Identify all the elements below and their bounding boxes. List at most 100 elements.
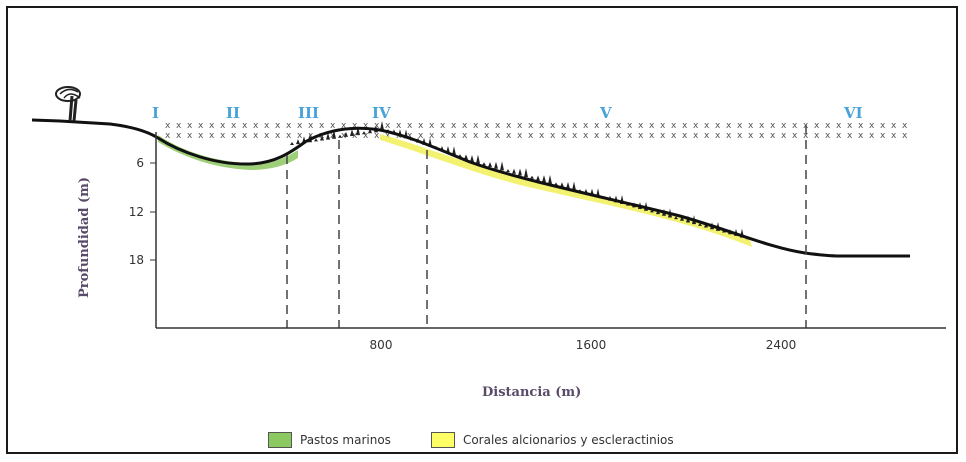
- water-symbol: x: [220, 121, 226, 131]
- water-symbol: x: [550, 121, 556, 131]
- coral-spike: [470, 155, 474, 162]
- coral-spike: [698, 222, 702, 226]
- coral-spike: [350, 129, 354, 136]
- water-symbol: x: [605, 121, 611, 131]
- water-symbol: x: [506, 121, 512, 131]
- coral-spike: [482, 162, 486, 166]
- water-symbol: x: [374, 121, 380, 131]
- water-symbol: x: [198, 121, 204, 131]
- x-tick-label: 2400: [765, 338, 797, 352]
- water-symbol: x: [693, 131, 699, 141]
- coral-spike: [464, 154, 468, 160]
- water-symbol: x: [869, 131, 875, 141]
- water-symbol: x: [407, 131, 413, 141]
- water-symbol: x: [693, 121, 699, 131]
- water-symbol: x: [473, 131, 479, 141]
- legend-item-seagrass: Pastos marinos: [268, 432, 391, 448]
- water-symbol: x: [165, 131, 171, 141]
- water-symbol: x: [880, 131, 886, 141]
- water-symbol: x: [341, 121, 347, 131]
- coral-spike: [296, 139, 300, 145]
- coral-spike: [314, 138, 318, 142]
- water-symbol: x: [495, 131, 501, 141]
- water-symbol: x: [253, 131, 259, 141]
- water-symbol: x: [451, 131, 457, 141]
- coral-spike: [566, 181, 570, 189]
- water-symbol: x: [704, 131, 710, 141]
- water-symbol: x: [748, 131, 754, 141]
- water-symbol: x: [814, 131, 820, 141]
- coral-spike: [362, 131, 366, 135]
- water-symbol: x: [605, 131, 611, 141]
- water-symbol: x: [352, 131, 358, 141]
- water-symbol: x: [660, 121, 666, 131]
- legend-swatch-corals: [430, 432, 455, 448]
- coral-spike: [488, 162, 492, 168]
- water-symbol: x: [594, 121, 600, 131]
- water-symbol: x: [330, 121, 336, 131]
- seabed-profile-line: [31, 118, 910, 258]
- water-symbol: x: [539, 121, 545, 131]
- water-symbol: x: [363, 131, 369, 141]
- coral-spike: [506, 169, 510, 173]
- zone-label-v: V: [600, 104, 612, 122]
- coral-spike: [572, 181, 576, 191]
- water-symbol: x: [737, 121, 743, 131]
- y-axis-title: Profundidad (m): [77, 176, 93, 299]
- water-symbol: x: [209, 121, 215, 131]
- coral-spike: [500, 161, 504, 171]
- x-tick-label: 800: [369, 338, 393, 352]
- coral-spike: [524, 168, 528, 178]
- water-symbol: x: [704, 121, 710, 131]
- water-symbol: x: [836, 121, 842, 131]
- water-symbol: x: [825, 121, 831, 131]
- water-symbol: x: [858, 131, 864, 141]
- coral-spike: [674, 216, 678, 220]
- water-symbol: x: [297, 131, 303, 141]
- water-symbol: x: [781, 131, 787, 141]
- coral-spike: [650, 209, 654, 213]
- water-symbol: x: [484, 121, 490, 131]
- water-symbol: x: [374, 131, 380, 141]
- water-symbol: x: [286, 121, 292, 131]
- water-symbol: x: [275, 131, 281, 141]
- water-symbol: x: [649, 121, 655, 131]
- water-symbol: x: [198, 131, 204, 141]
- water-symbol: x: [352, 121, 358, 131]
- x-tick-label: 1600: [575, 338, 607, 352]
- coral-spike: [290, 142, 294, 145]
- zone-boundaries: [286, 125, 807, 328]
- y-tick-label: 12: [128, 205, 144, 219]
- coral-spike: [536, 175, 540, 181]
- water-symbol: x: [616, 131, 622, 141]
- coral-spike: [344, 131, 348, 137]
- water-symbol: x: [572, 121, 578, 131]
- figure-frame: [6, 6, 958, 454]
- water-symbol: x: [880, 121, 886, 131]
- water-symbol: x: [341, 131, 347, 141]
- water-symbol: x: [891, 131, 897, 141]
- water-symbol: x: [847, 121, 853, 131]
- water-symbol: x: [682, 131, 688, 141]
- water-symbol: x: [748, 121, 754, 131]
- legend-swatch-seagrass: [268, 432, 292, 448]
- water-symbol: x: [264, 121, 270, 131]
- water-symbol: x: [264, 131, 270, 141]
- palm-tree-icon: [55, 86, 81, 122]
- coral-spike: [560, 182, 564, 188]
- coral-spike: [356, 126, 360, 136]
- coral-spike: [512, 168, 516, 174]
- water-symbol: x: [187, 131, 193, 141]
- water-symbol: x: [539, 131, 545, 141]
- water-symbol: x: [517, 131, 523, 141]
- water-symbol: x: [462, 121, 468, 131]
- water-symbol: x: [616, 121, 622, 131]
- water-symbol: x: [671, 131, 677, 141]
- water-symbol: x: [803, 131, 809, 141]
- water-symbol: x: [627, 131, 633, 141]
- water-symbol: x: [792, 131, 798, 141]
- water-symbol: x: [242, 131, 248, 141]
- water-symbol: x: [429, 131, 435, 141]
- water-symbol: x: [583, 121, 589, 131]
